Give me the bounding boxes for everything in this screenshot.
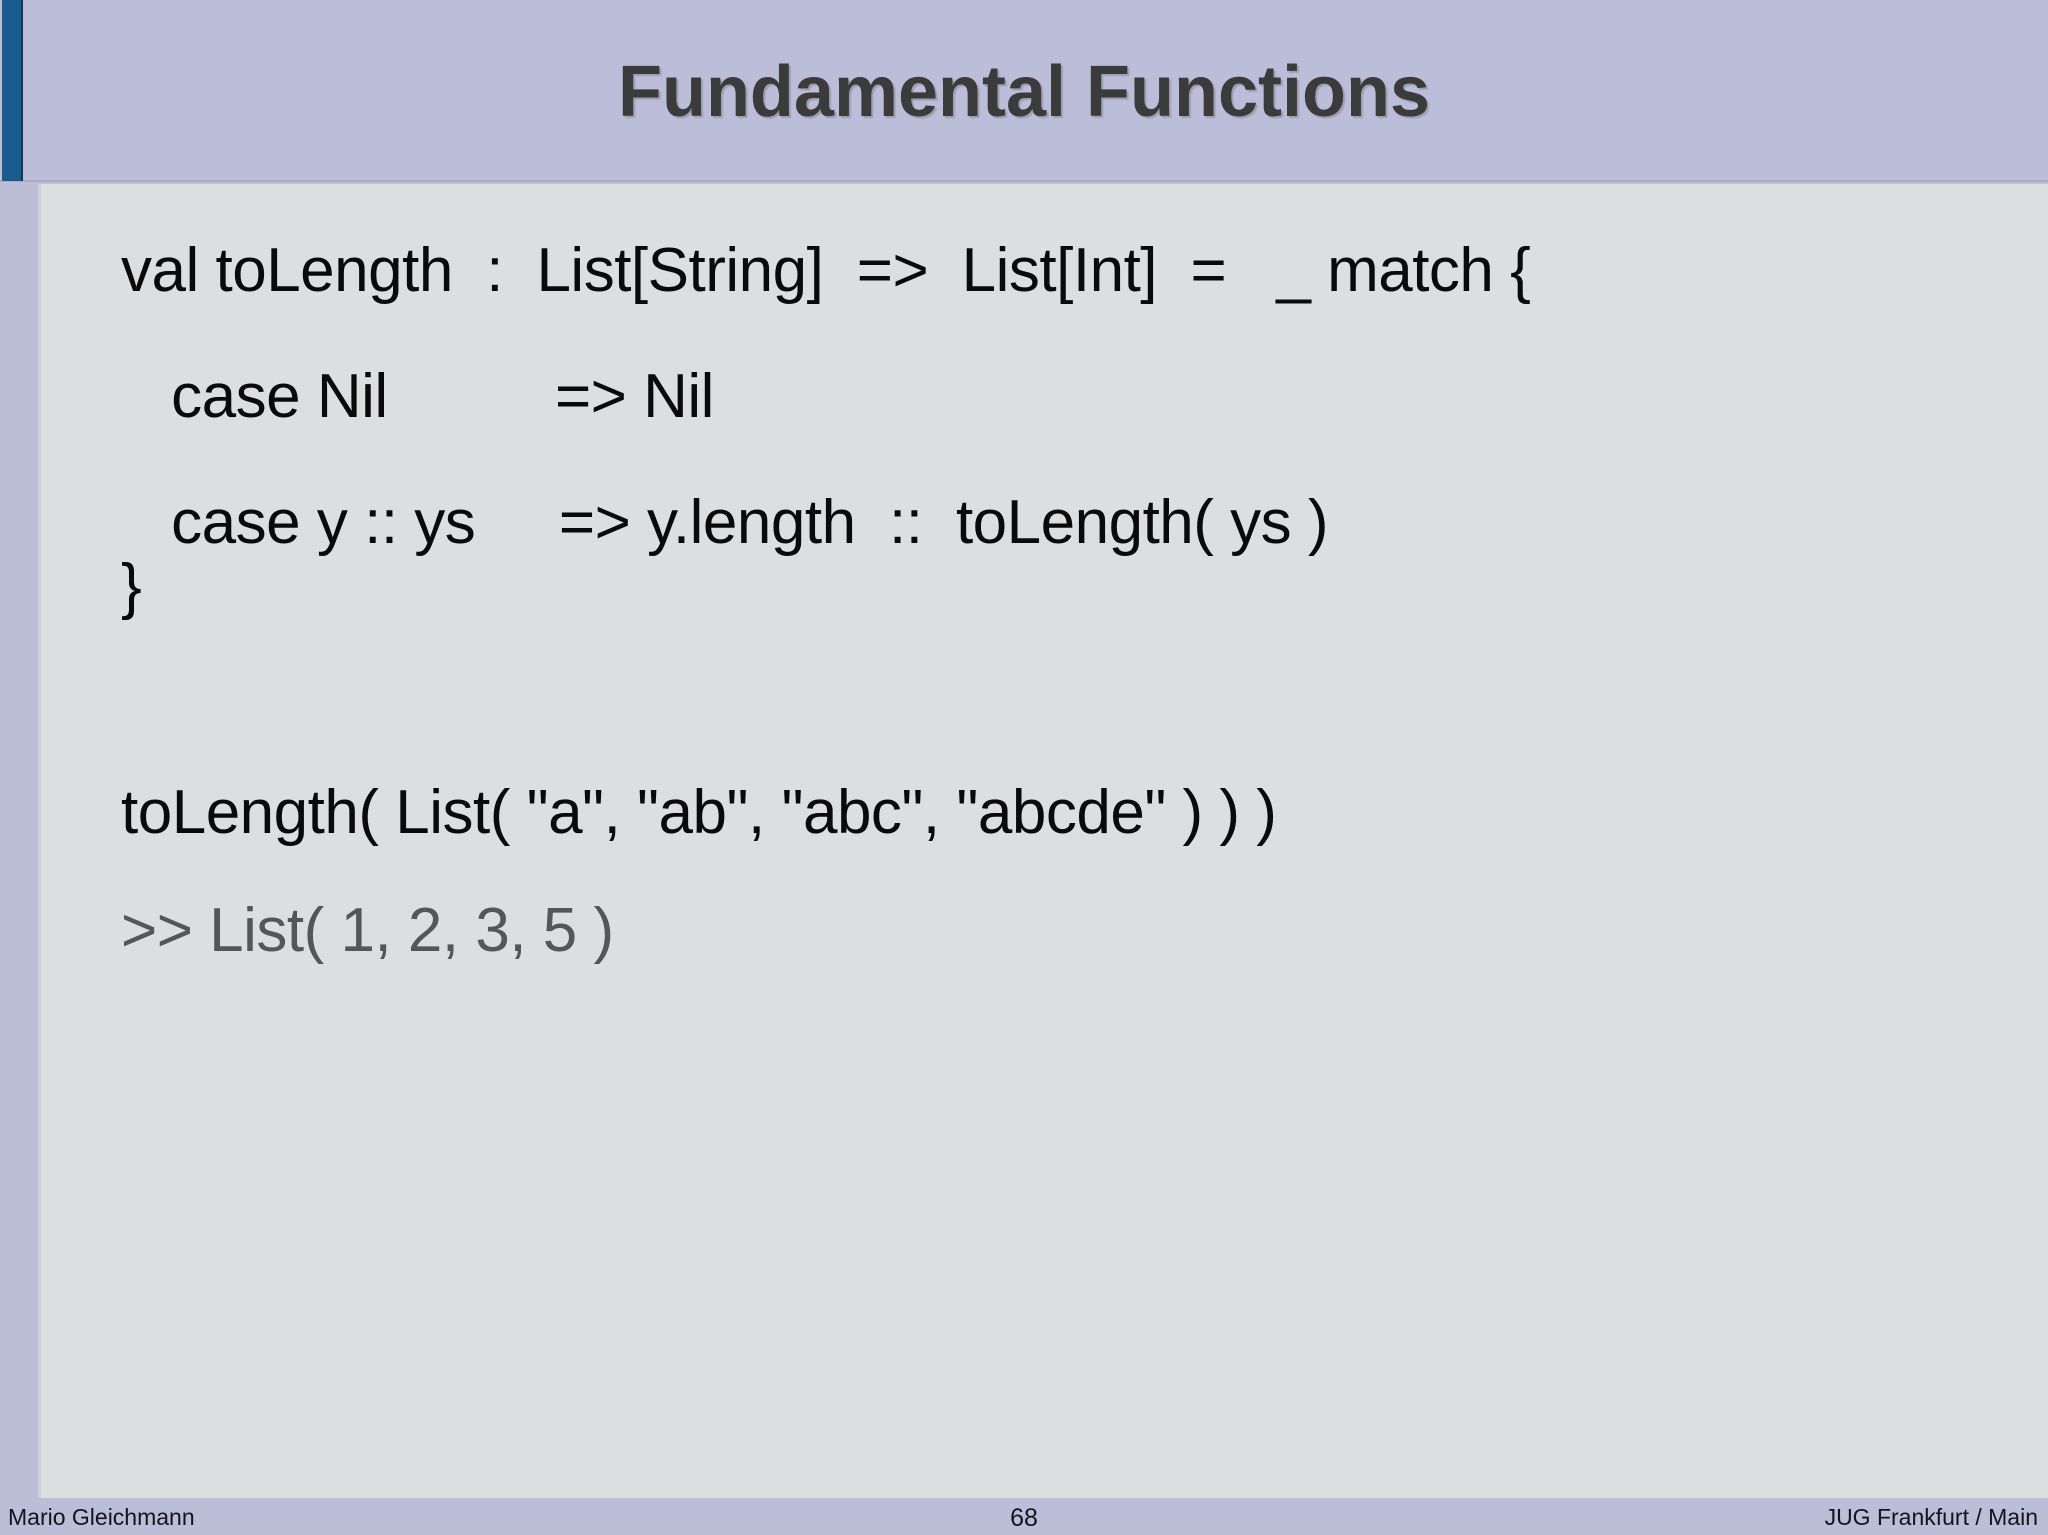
footer-page-number: 68 bbox=[1010, 1504, 1038, 1532]
code-line-result: >> List( 1, 2, 3, 5 ) bbox=[121, 896, 614, 965]
footer-event: JUG Frankfurt / Main bbox=[1824, 1504, 2038, 1530]
code-line-closing-brace: } bbox=[121, 552, 142, 621]
slide-title-band: Fundamental Functions bbox=[0, 0, 2048, 182]
accent-bar bbox=[2, 0, 23, 181]
code-line-invocation: toLength( List( "a", "ab", "abc", "abcde… bbox=[121, 778, 1277, 847]
content-panel: val toLength : List[String] => List[Int]… bbox=[38, 184, 2048, 1498]
code-block: val toLength : List[String] => List[Int]… bbox=[121, 222, 2021, 962]
code-line-signature: val toLength : List[String] => List[Int]… bbox=[121, 236, 1531, 305]
page-title: Fundamental Functions bbox=[617, 52, 1430, 132]
footer-author: Mario Gleichmann bbox=[8, 1504, 195, 1530]
code-line-case-cons: case y :: ys => y.length :: toLength( ys… bbox=[121, 488, 1329, 557]
code-line-case-nil: case Nil => Nil bbox=[121, 362, 714, 431]
slide-footer: Mario Gleichmann 68 JUG Frankfurt / Main bbox=[0, 1498, 2048, 1535]
